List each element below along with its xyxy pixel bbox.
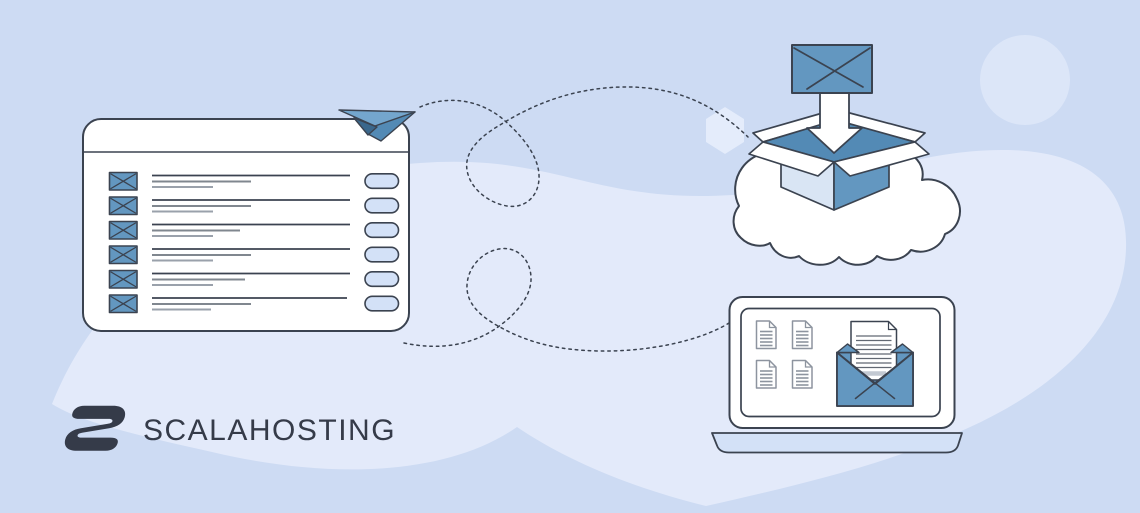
document-icon: [791, 359, 813, 389]
paper-plane-icon: [338, 109, 416, 142]
document-icon: [791, 320, 813, 350]
inbox-row: [108, 220, 400, 240]
inbox-row: [108, 196, 400, 216]
document-icon: [755, 320, 777, 350]
open-envelope-letter-icon: [836, 320, 914, 407]
pill-button: [364, 295, 400, 312]
pill-button: [364, 271, 400, 288]
inbox-window: [82, 118, 410, 332]
pill-button: [364, 246, 400, 263]
envelope-icon: [108, 294, 138, 314]
inbox-row: [108, 171, 400, 191]
dotted-curve-plane-to-cloud: [419, 86, 749, 208]
laptop-base: [711, 432, 963, 454]
open-box-icon: [748, 91, 930, 211]
row-text-lines: [152, 248, 350, 262]
row-text-lines: [152, 199, 350, 213]
scalahosting-s-icon: [64, 405, 126, 451]
brand-name: SCALAHOSTING: [143, 414, 397, 447]
cloud-upload: [732, 44, 961, 266]
brand-logo: SCALAHOSTING: [62, 404, 396, 456]
dotted-curve-inbox-to-laptop: [403, 247, 730, 352]
pill-button: [364, 197, 400, 214]
row-text-lines: [152, 174, 350, 188]
envelope-icon: [108, 269, 138, 289]
down-arrow-icon: [806, 91, 863, 154]
row-text-lines: [152, 272, 350, 286]
inbox-row: [108, 245, 400, 265]
background-bubble: [980, 35, 1070, 125]
envelope-icon: [108, 196, 138, 216]
row-text-lines: [152, 297, 347, 311]
inbox-row: [108, 269, 400, 289]
inbox-rows: [108, 171, 400, 314]
envelope-icon: [108, 220, 138, 240]
laptop-icon: [711, 296, 963, 454]
background-hexagon: [706, 107, 744, 154]
row-text-lines: [152, 223, 350, 237]
pill-button: [364, 173, 400, 190]
inbox-row: [108, 294, 400, 314]
envelope-icon: [108, 245, 138, 265]
pill-button: [364, 222, 400, 239]
envelope-icon: [108, 171, 138, 191]
incoming-envelope-icon: [791, 44, 873, 94]
document-icon: [755, 359, 777, 389]
